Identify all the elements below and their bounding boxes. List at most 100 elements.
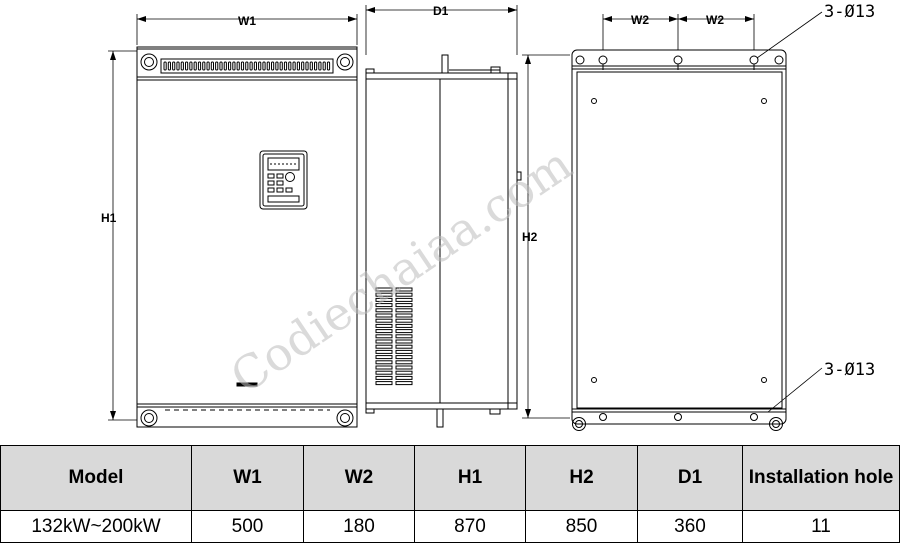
vent-slot [189, 61, 193, 71]
front-top-bracket [136, 48, 358, 78]
louver-slot [375, 287, 393, 292]
hole-label-top: 3-Ø13 [824, 2, 875, 22]
bottom-mounting-holes [599, 413, 758, 421]
keypad-panel [259, 150, 308, 210]
top-vent-slots [163, 61, 331, 71]
louver-slot [395, 297, 413, 302]
louver-slot [395, 370, 413, 375]
vent-slot [322, 61, 326, 71]
header-d1: D1 [637, 445, 743, 511]
vent-slot [305, 61, 309, 71]
spec-table: Model W1 W2 H1 H2 D1 Installation hole 1… [0, 445, 900, 543]
rear-view-body [571, 49, 787, 425]
louver-slot [395, 349, 413, 354]
vent-slot [240, 61, 245, 71]
table-header-row: Model W1 W2 H1 H2 D1 Installation hole [0, 445, 900, 511]
front-view-body [136, 46, 358, 421]
louver-slot [395, 323, 413, 328]
hole-label-bottom: 3-Ø13 [824, 360, 875, 380]
vent-slot [292, 61, 296, 71]
vent-slot [180, 61, 184, 71]
vent-slot [167, 61, 172, 71]
louver-slot [375, 381, 393, 386]
cell-installation-hole: 11 [742, 510, 900, 543]
louver-slot [395, 303, 413, 308]
header-h2: H2 [525, 445, 638, 511]
vent-slot [223, 61, 227, 71]
keypad-display [267, 157, 300, 171]
vent-slot [314, 61, 318, 71]
dim-h1-label: H1 [101, 211, 117, 225]
louver-slot [395, 365, 413, 370]
louver-slot [395, 360, 413, 365]
header-w1: W1 [191, 445, 304, 511]
vent-slot [219, 61, 223, 71]
louver-slot [375, 329, 393, 334]
vent-slot [202, 61, 206, 71]
louver-slot [395, 308, 413, 313]
louver-slot [375, 355, 393, 360]
front-view [136, 46, 358, 428]
dim-w2-left-label: W2 [631, 13, 649, 27]
louver-slot [375, 318, 393, 323]
vent-slot [197, 61, 202, 71]
vent-slot [266, 61, 270, 71]
louver-slot [375, 375, 393, 380]
dimension-arrows [110, 7, 754, 420]
louver-slot [395, 313, 413, 318]
side-view [365, 54, 522, 428]
cell-h1: 870 [414, 510, 526, 543]
louver-slot [395, 355, 413, 360]
vent-slot [210, 61, 215, 71]
vent-slot [271, 61, 275, 71]
keypad-knob [285, 172, 295, 182]
rear-view [571, 49, 787, 431]
dimension-drawing: W1 D1 W2 W2 H1 H2 3-Ø13 3-Ø13 Codiechaia… [101, 2, 875, 431]
header-installation-hole: Installation hole [742, 445, 900, 511]
louver-slot [375, 313, 393, 318]
vent-slot [185, 61, 189, 71]
louver-slot [395, 339, 413, 344]
vent-slot [296, 61, 300, 71]
dimension-lines [108, 5, 823, 421]
louver-slot [375, 370, 393, 375]
header-model: Model [0, 445, 192, 511]
vent-slot [215, 61, 219, 71]
vent-slot [172, 61, 176, 71]
cell-w2: 180 [303, 510, 415, 543]
vent-slot [245, 61, 249, 71]
dim-w2-right-label: W2 [706, 13, 724, 27]
vent-slot [258, 61, 262, 71]
top-vent-area [160, 58, 334, 74]
louver-slot [395, 329, 413, 334]
louver-slot [375, 303, 393, 308]
louver-slot [395, 334, 413, 339]
vent-slot [228, 61, 232, 71]
louver-slot [395, 375, 413, 380]
front-bottom-bracket [136, 406, 358, 428]
vent-slot [262, 61, 266, 71]
cell-model: 132kW~200kW [0, 510, 192, 543]
vent-slot [232, 61, 236, 71]
vent-slot [275, 61, 279, 71]
front-nameplate [236, 382, 258, 387]
vent-slot [176, 61, 180, 71]
header-w2: W2 [303, 445, 415, 511]
vent-slot [318, 61, 322, 71]
vent-slot [283, 61, 288, 71]
vent-slot [288, 61, 292, 71]
cell-d1: 360 [637, 510, 743, 543]
vent-slot [326, 61, 331, 71]
side-vent-louvers [375, 287, 413, 386]
louver-slot [375, 344, 393, 349]
vent-slot [236, 61, 240, 71]
louver-slot [375, 365, 393, 370]
louver-slot [395, 292, 413, 297]
cell-h2: 850 [525, 510, 638, 543]
louver-slot [375, 297, 393, 302]
vent-slot [309, 61, 313, 71]
vent-slot [253, 61, 258, 71]
louver-slot [375, 360, 393, 365]
louver-slot [375, 308, 393, 313]
louver-slot [375, 349, 393, 354]
